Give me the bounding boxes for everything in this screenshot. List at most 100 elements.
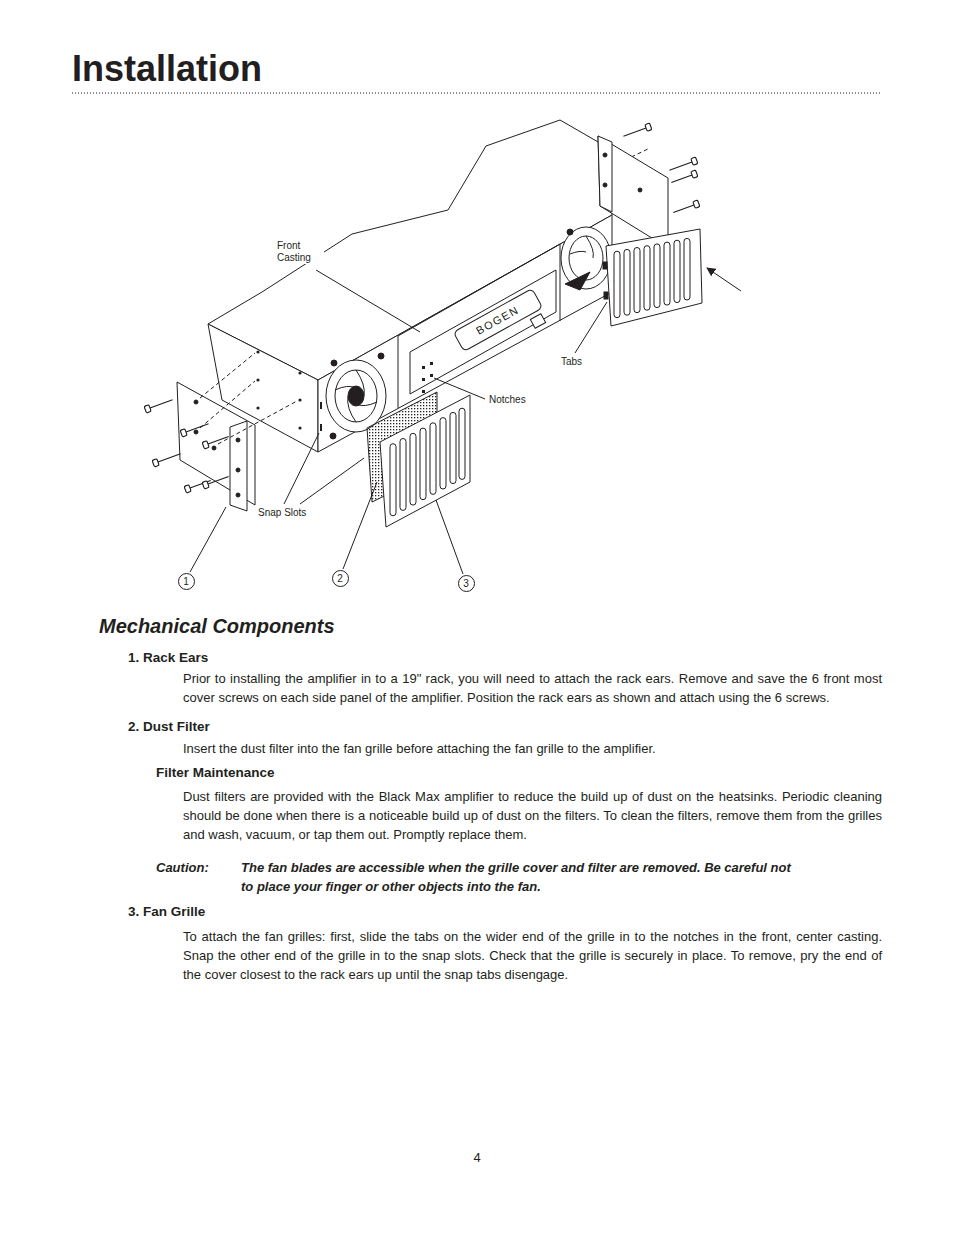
snap-slot [320,402,322,409]
grille-slats [614,238,690,317]
ear-hole [603,153,607,157]
assembly-line [218,401,297,444]
direction-arrow [565,272,590,290]
subsection-heading: 1. Rack Ears [128,648,954,667]
text-column: Mechanical Components 1. Rack EarsPrior t… [0,612,954,984]
ear-hole [638,188,642,192]
fan-ring [326,360,386,432]
grille-slat [624,249,630,315]
right-rack-ear [598,136,668,248]
leader-line [300,458,364,504]
grille-slat [644,246,650,311]
screw-head [144,405,151,413]
callout-text: 3 [463,578,469,589]
screw-head [152,459,159,467]
leader-lines [190,270,607,574]
callout-number: 3 [458,575,475,592]
logo-plate [453,289,542,352]
insertion-arrow [707,268,741,291]
subsection-heading: 2. Dust Filter [128,717,954,736]
grille-slat [410,433,416,505]
section-heading: Mechanical Components [99,614,954,638]
screw [670,170,698,186]
screw-shaft [623,128,646,136]
grille-slat [400,439,406,511]
grille-slat [634,248,640,313]
ear-hole [236,493,240,497]
screw-shaft [150,400,173,408]
fan-screw [567,229,573,235]
ear-flange [598,136,612,212]
screw-head [693,200,700,208]
page-title: Installation [72,47,262,91]
center-panel [410,270,556,394]
screw-head [180,429,187,437]
part-label: Tabs [560,356,583,368]
leader-line [436,500,463,574]
screws-left [144,397,230,493]
screw-hole [298,398,301,401]
text-block: Caution:The fan blades are accessible wh… [156,858,954,896]
fan-blades [335,370,377,422]
subsection-heading: 3. Fan Grille [128,902,954,921]
leader-line [434,378,485,399]
screw-head [184,485,191,493]
grille-slat [390,444,396,516]
amplifier-body [208,120,612,452]
ear-flange [230,421,247,511]
fan-blades [570,236,593,258]
dotted-rule [72,93,882,94]
notch [430,362,433,365]
assembly-line [200,353,255,398]
grille-slat [440,418,446,489]
screw-hole [256,350,259,353]
screw-head [645,123,652,131]
ear-hole [212,446,216,450]
body-text: Insert the dust filter into the fan gril… [183,739,882,758]
right-grille [565,229,702,326]
screw-shaft [208,436,229,444]
fan-screw [331,360,337,366]
text-block: Insert the dust filter into the fan gril… [183,739,954,758]
screw-head [202,441,209,449]
leader-line [190,507,226,572]
text-block: Filter Maintenance [156,763,954,782]
part-label: Snap Slots [257,507,307,519]
screw-head [691,170,698,178]
power-switch [530,314,545,329]
assembly-line [200,381,255,428]
screw [180,421,210,437]
grille-slat [684,238,690,300]
leader-line [575,302,607,353]
screw [144,397,174,413]
text-block: Dust filters are provided with the Black… [183,787,954,844]
ear-hole [194,400,198,404]
callout-number: 1 [178,573,195,590]
screw-head [691,157,698,165]
body-text: To attach the fan grilles: first, slide … [183,927,882,984]
fan-screw [378,353,384,359]
screw-shaft [673,205,694,213]
screw-hole [256,378,259,381]
callout-number: 2 [332,570,349,587]
text-block: Mechanical Components [99,614,954,638]
fan-ring [561,227,611,289]
screw-shaft [186,424,209,432]
leader-line [316,270,420,332]
screw-hole [256,406,259,409]
body-text: Prior to installing the amplifier in to … [183,669,882,707]
casting-edge [398,336,399,408]
fan-grille [380,395,470,527]
fan-grille [606,229,702,326]
screw [202,433,230,449]
grille-slat [430,423,436,495]
screw [202,473,230,489]
grille-tab [604,292,608,299]
fan-screw [330,433,336,439]
part-label: Notches [488,394,527,406]
screw-shaft [671,175,692,183]
text-block: To attach the fan grilles: first, slide … [183,927,954,984]
grille-slat [614,251,620,318]
text-block: 3. Fan Grille [128,902,954,921]
